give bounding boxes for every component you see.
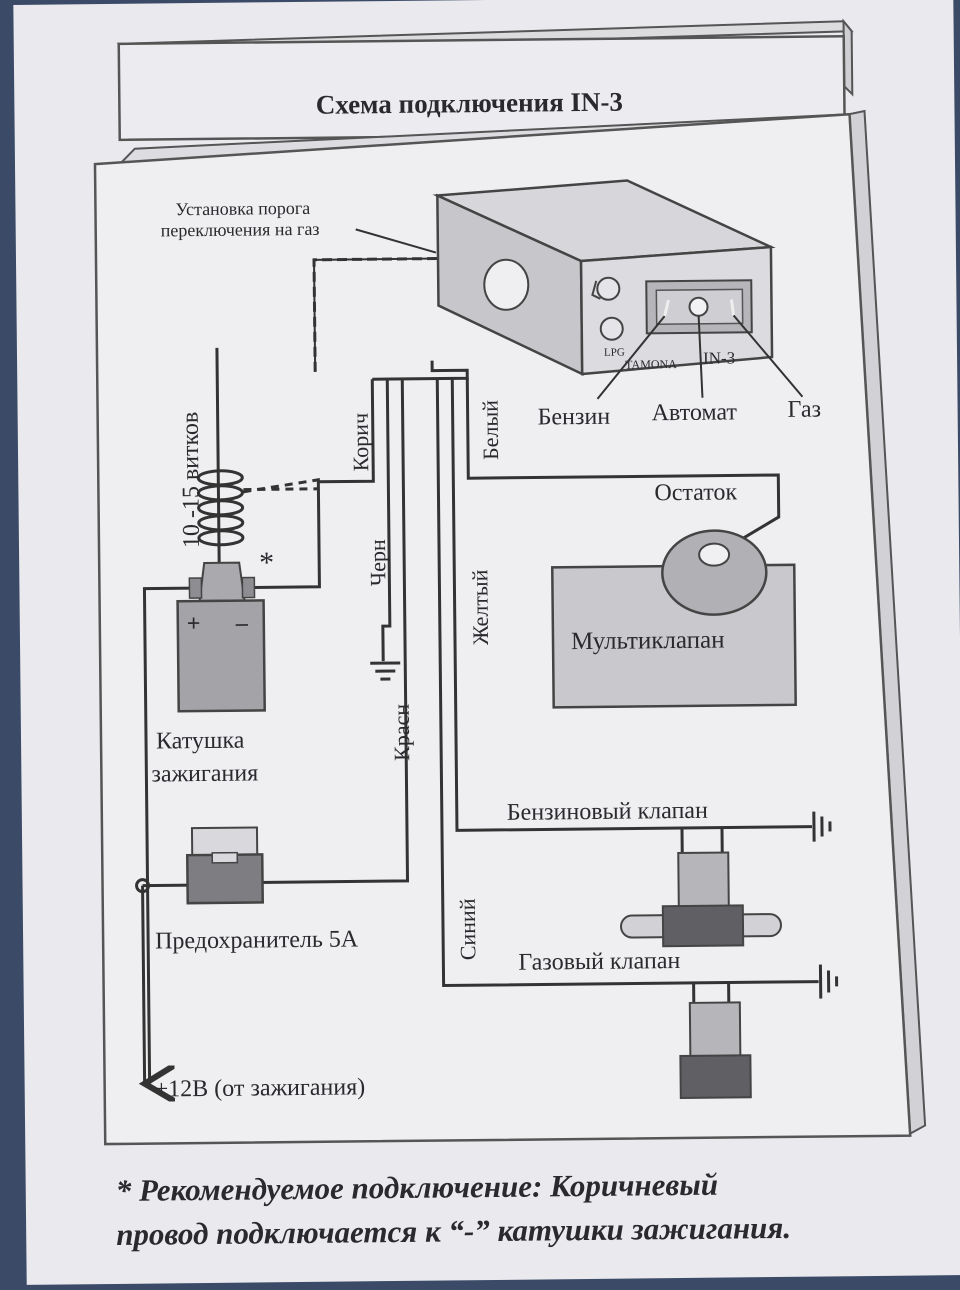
coil-plus: +: [187, 611, 201, 637]
coil-label-line2: зажигания: [151, 760, 258, 787]
footnote: * Рекомендуемое подключение: Коричневый …: [116, 1160, 960, 1257]
switch-knob: [689, 298, 707, 316]
wire-label-blue: Синий: [455, 898, 481, 960]
brand-label: TAMONA: [625, 357, 677, 372]
petrol-mode-label: Бензин: [538, 404, 611, 431]
fuse-label: Предохранитель 5А: [155, 926, 359, 954]
threshold-knob-hole: [484, 260, 529, 310]
lpg-label: LPG: [604, 347, 625, 359]
lpg-button-icon: [601, 318, 623, 340]
footnote-line1: Рекомендуемое подключение: Коричневый: [139, 1167, 718, 1208]
fuse-holder: [187, 827, 263, 903]
remainder-sensor: [699, 543, 729, 565]
gas-valve-label: Газовый клапан: [518, 948, 680, 976]
threshold-label-line1: Установка порога: [175, 198, 310, 219]
gas-mode-label: Газ: [787, 397, 821, 423]
footnote-line2: провод подключается к “-” катушки зажига…: [116, 1204, 960, 1257]
lpg-led-icon: [597, 278, 619, 300]
auto-mode-label: Автомат: [651, 399, 737, 426]
multivalve-label: Мультиклапан: [571, 627, 725, 656]
footnote-asterisk: *: [116, 1173, 132, 1208]
wiring-diagram: Схема подключения IN-3: [13, 0, 960, 1285]
remainder-label: Остаток: [654, 479, 737, 506]
threshold-label-line2: переключения на газ: [161, 219, 320, 241]
ignition-coil: + –: [177, 562, 265, 711]
supply-label: +12В (от зажигания): [155, 1074, 366, 1102]
coil-minus: –: [235, 611, 249, 637]
instruction-sheet: Схема подключения IN-3: [13, 0, 960, 1285]
coil-label-line1: Катушка: [156, 728, 245, 755]
wire-label-red: Красн: [389, 704, 415, 761]
wire-label-yellow: Желтый: [467, 569, 493, 645]
asterisk-mark: *: [259, 546, 274, 579]
petrol-valve-label: Бензиновый клапан: [507, 798, 708, 826]
supply-arrow: [143, 886, 145, 1084]
wire-label-brown: Корич: [348, 413, 374, 472]
diagram-title: Схема подключения IN-3: [316, 87, 624, 120]
wire-label-black: Черн: [365, 539, 390, 586]
wire-label-white: Белый: [477, 400, 503, 460]
turns-label: 10 -15 витков: [178, 412, 205, 549]
model-label: IN-3: [703, 348, 735, 367]
